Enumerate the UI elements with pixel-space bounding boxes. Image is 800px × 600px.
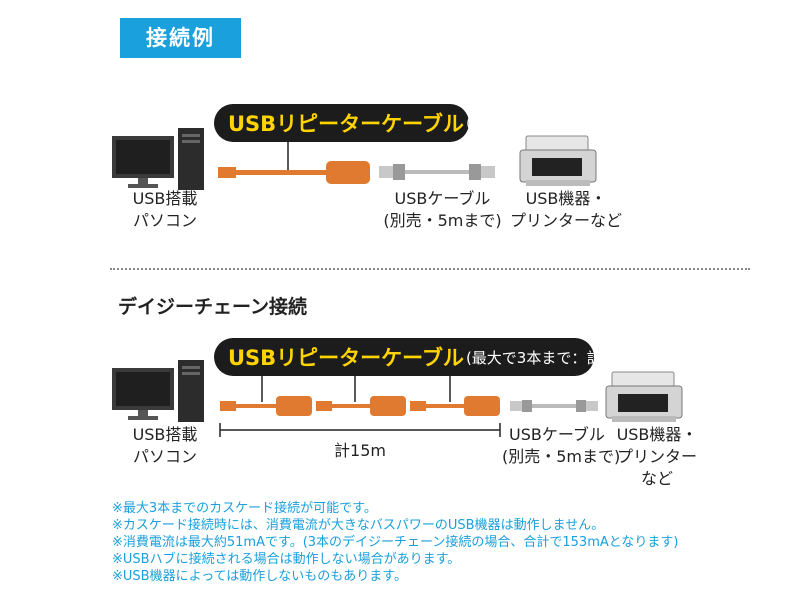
- pc-label: USB搭載 パソコン: [132, 189, 198, 230]
- pill-main-label-2: USBリピーターケーブル: [228, 346, 464, 370]
- repeater-cable-pill-2: USBリピーターケーブル (最大で3本まで：計15m): [214, 338, 641, 376]
- span-bracket: [219, 423, 501, 437]
- usb-cable-label: USBケーブル (別売・5mまで): [383, 189, 502, 230]
- repeater-cable: [218, 140, 370, 184]
- usb-cable-2: [510, 400, 598, 412]
- pc-label-2: USB搭載 パソコン: [132, 425, 198, 466]
- section-divider: [110, 268, 750, 270]
- note-item: ※カスケード接続時には、消費電流が大きなバスパワーのUSB機器は動作しません。: [112, 518, 605, 533]
- repeater-cable-pill: USBリピーターケーブル (5m): [214, 104, 502, 142]
- usb-cable: [379, 164, 495, 180]
- pc-icon-2: [112, 360, 204, 422]
- note-item: ※最大3本までのカスケード接続が可能です。: [112, 501, 377, 516]
- usb-cable-label-2: USBケーブル (別売・5mまで): [502, 425, 621, 466]
- section-badge: 接続例: [120, 18, 241, 58]
- pill-main-label: USBリピーターケーブル: [228, 112, 464, 136]
- notes-list: ※最大3本までのカスケード接続が可能です。 ※カスケード接続時には、消費電流が大…: [112, 500, 678, 585]
- repeater-cable-chain: [220, 370, 500, 416]
- daisy-chain-title: デイジーチェーン接続: [118, 296, 308, 318]
- note-item: ※USBハブに接続される場合は動作しない場合があります。: [112, 552, 461, 567]
- note-item: ※消費電流は最大約51mAです。(3本のデイジーチェーン接続の場合、合計で153…: [112, 535, 679, 550]
- printer-icon-2: [605, 371, 683, 422]
- span-label: 計15m: [334, 441, 386, 460]
- pc-icon: [112, 128, 204, 190]
- pill-sub-label-2: (最大で3本まで：計15m): [465, 348, 641, 367]
- device-label-2: USB機器・ プリンター など: [616, 425, 698, 488]
- pill-sub-label: (5m): [465, 114, 502, 132]
- printer-icon: [519, 135, 597, 186]
- note-item: ※USB機器によっては動作しないものもあります。: [112, 569, 407, 584]
- device-label: USB機器・ プリンターなど: [510, 189, 623, 230]
